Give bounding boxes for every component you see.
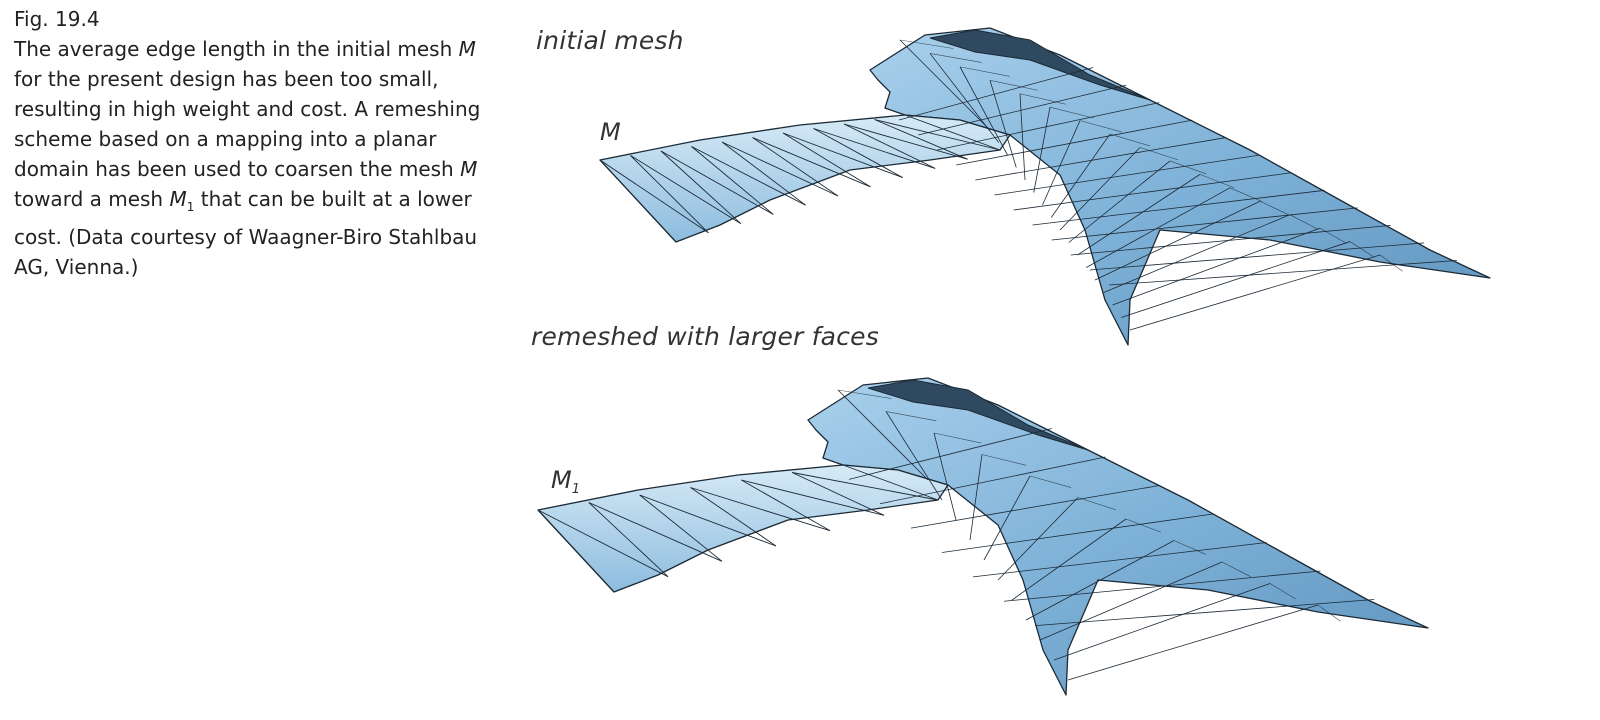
initial-mesh-surface — [599, 27, 1491, 346]
figure-number: Fig. 19.4 — [14, 7, 100, 31]
panel-title-initial-mesh: initial mesh — [536, 26, 684, 55]
panel-title-remeshed: remeshed with larger faces — [531, 322, 879, 351]
mesh-label-m: M — [600, 118, 621, 146]
mesh-label-m1: M1 — [551, 466, 580, 497]
figure-caption: Fig. 19.4 The average edge length in the… — [14, 4, 484, 282]
caption-text: The average edge length in the initial m… — [14, 37, 481, 279]
remeshed-surface — [537, 377, 1429, 696]
